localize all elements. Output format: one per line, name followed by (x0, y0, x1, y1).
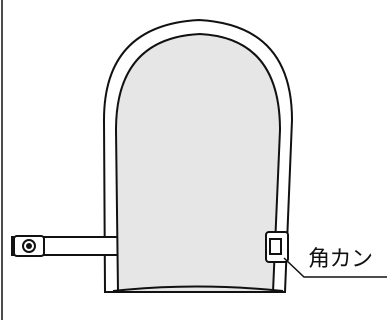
square-ring-inner (269, 238, 282, 255)
cover-bottom-edge (112, 285, 284, 292)
snap-button-inner (26, 243, 32, 249)
cover-inner-body (114, 32, 282, 293)
square-ring-label: 角カン (308, 247, 373, 272)
callout-leader-line (283, 257, 387, 278)
